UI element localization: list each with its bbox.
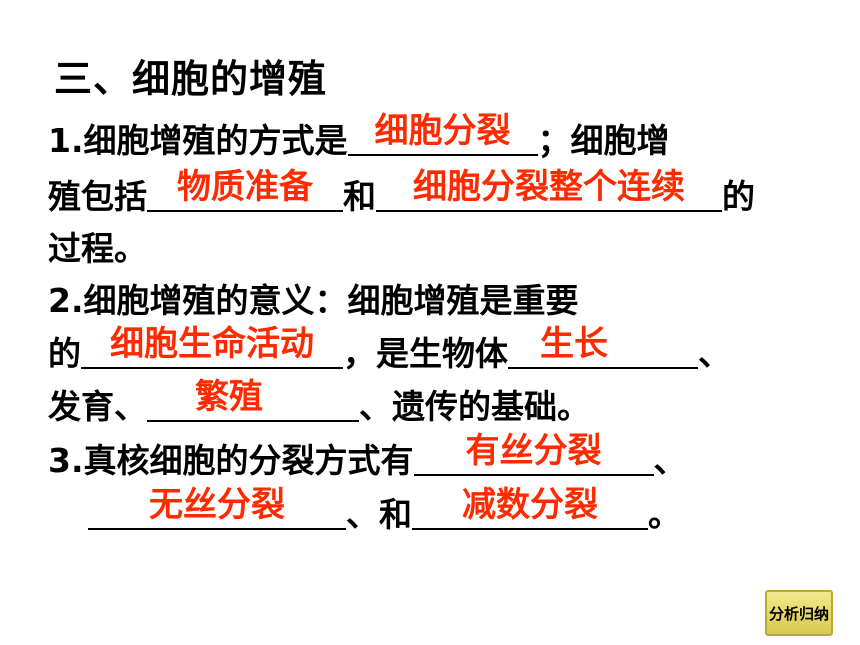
q3-line-1: 3.真核细胞的分裂方式有 有丝分裂 、 (48, 431, 687, 482)
q2-line-2: 的 细胞生命活动 ，是生物体 生长 、 (48, 324, 731, 375)
q3-answer-1: 有丝分裂 (465, 431, 602, 471)
q2-blank-2: 生长 (508, 324, 698, 369)
q1-text-e: 的 (722, 177, 755, 216)
q3-text-a: 3.真核细胞的分裂方式有 (48, 441, 414, 480)
q1-text-b: ；细胞增 (537, 121, 670, 160)
q1-text-c: 殖包括 (48, 177, 147, 216)
q3-blank-1: 有丝分裂 (413, 431, 654, 476)
q1-answer-1: 细胞分裂 (374, 111, 511, 151)
q2-text-b: 的 (48, 334, 81, 373)
q3-answer-3: 减数分裂 (462, 485, 598, 525)
q2-text-f: 、遗传的基础。 (359, 387, 590, 426)
q2-line-1: 2.细胞增殖的意义：细胞增殖是重要 (48, 272, 579, 322)
q1-text-a: 1.细胞增殖的方式是 (48, 121, 348, 160)
q2-answer-1: 细胞生命活动 (110, 324, 314, 364)
q3-line-2: 无丝分裂 、和 减数分裂 。 (88, 485, 681, 536)
q2-answer-2: 生长 (540, 324, 608, 364)
q2-blank-1: 细胞生命活动 (81, 324, 343, 369)
q2-line-3: 发育、 繁殖 、遗传的基础。 (48, 377, 590, 428)
q3-text-d: 。 (648, 495, 681, 534)
q3-blank-2: 无丝分裂 (88, 485, 346, 530)
q1-blank-2: 物质准备 (147, 167, 343, 212)
q2-answer-3: 繁殖 (195, 377, 263, 417)
page-title: 三、细胞的增殖 (54, 57, 328, 101)
q1-blank-3: 细胞分裂整个连续 (376, 167, 722, 212)
q3-text-c: 、和 (346, 495, 412, 534)
q2-blank-3: 繁殖 (147, 377, 359, 422)
q3-answer-2: 无丝分裂 (149, 485, 285, 525)
q1-line-1: 1.细胞增殖的方式是 细胞分裂 ；细胞增 (48, 111, 670, 162)
q1-blank-1: 细胞分裂 (347, 111, 538, 156)
q1-line-2: 殖包括 物质准备 和 细胞分裂整个连续 的 (48, 167, 755, 218)
q2-text-a: 2.细胞增殖的意义：细胞增殖是重要 (48, 281, 579, 320)
analysis-summary-button[interactable]: 分析归纳 (765, 590, 833, 636)
q2-text-c: ，是生物体 (343, 334, 508, 373)
q1-line-3: 过程。 (48, 220, 147, 270)
q3-text-b: 、 (653, 441, 687, 480)
q3-blank-3: 减数分裂 (412, 485, 648, 530)
q1-answer-2: 物质准备 (177, 167, 313, 207)
q2-text-d: 、 (698, 334, 731, 373)
q1-text-d: 和 (343, 177, 376, 216)
q1-answer-3: 细胞分裂整个连续 (413, 167, 685, 207)
q1-text-f: 过程。 (48, 229, 147, 268)
q2-text-e: 发育、 (48, 387, 147, 426)
